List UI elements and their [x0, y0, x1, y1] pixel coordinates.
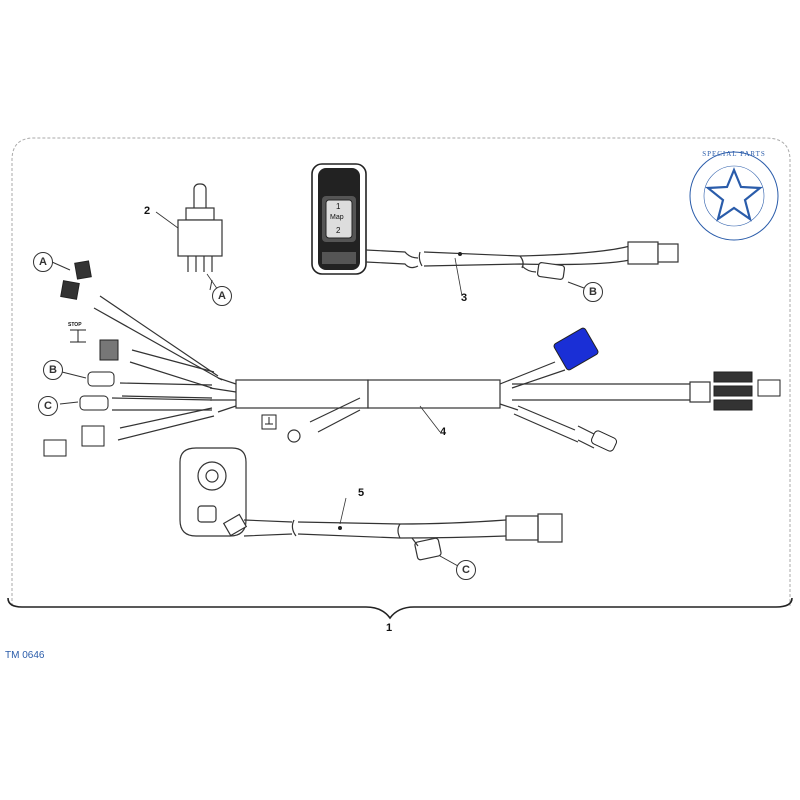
map-switch-cable: [365, 241, 679, 280]
part-label-1: 1: [386, 622, 393, 634]
callout-arrow: [439, 555, 459, 567]
stamp-text: SPECIAL PARTS: [702, 150, 766, 158]
callout-b-left: B: [43, 360, 63, 380]
leader-line: [339, 497, 347, 525]
sensor-assembly: [179, 447, 248, 537]
symbol-icons: [43, 329, 781, 457]
stop-symbol-label: STOP: [68, 322, 82, 328]
callout-c-bottom: C: [456, 560, 476, 580]
cable-dot: [338, 526, 342, 530]
callout-arrow: [51, 261, 213, 405]
callout-c-left: C: [38, 396, 58, 416]
cable-dot: [458, 252, 462, 256]
switch-label-1: 1: [336, 202, 341, 211]
dashed-frame: [11, 137, 791, 606]
part-label-4: 4: [440, 426, 447, 438]
leader-line: [454, 257, 463, 297]
callout-arrow: [567, 281, 585, 289]
callout-a-top: A: [33, 252, 53, 272]
toggle-switch: [177, 183, 223, 272]
leader-line: [419, 405, 441, 433]
switch-label-map: Map: [330, 214, 344, 221]
main-harness-connectors: [60, 260, 753, 452]
main-harness: [93, 295, 711, 449]
sensor-cable: [243, 513, 563, 561]
special-parts-stamp: [689, 151, 779, 241]
drawing-code: TM 0646: [5, 650, 45, 661]
part-label-3: 3: [461, 292, 468, 304]
part-label-5: 5: [358, 487, 365, 499]
map-switch: [311, 163, 367, 275]
part-label-2: 2: [144, 205, 151, 217]
leader-line: [155, 211, 179, 229]
switch-label-2: 2: [336, 226, 341, 235]
callout-a-switch: A: [212, 286, 232, 306]
group-brace: [7, 597, 793, 620]
callout-b-right: B: [583, 282, 603, 302]
